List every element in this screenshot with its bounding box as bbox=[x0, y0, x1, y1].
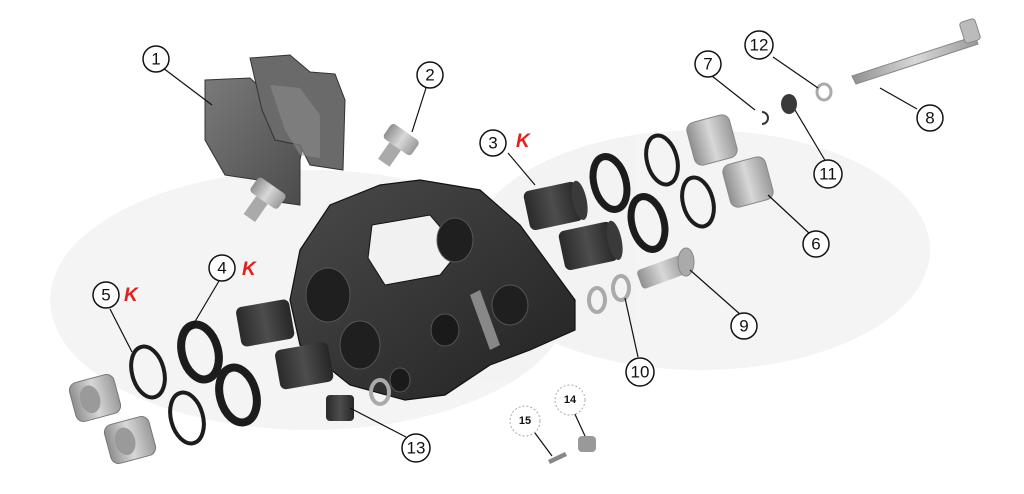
callout-11: 11 bbox=[813, 159, 843, 189]
callout-2: 2 bbox=[416, 61, 444, 89]
k-mark: K bbox=[242, 259, 257, 280]
k-mark: K bbox=[124, 285, 139, 306]
callout-9: 9 bbox=[730, 312, 758, 340]
part-1-brake-pads bbox=[204, 54, 346, 206]
callout-14: 14 bbox=[554, 384, 586, 416]
leader-lines bbox=[109, 56, 918, 457]
svg-text:10: 10 bbox=[631, 363, 650, 382]
svg-text:2: 2 bbox=[425, 66, 434, 85]
callout-13: 13 bbox=[401, 433, 431, 463]
part-5-seals bbox=[129, 344, 206, 446]
part-2-bleeder-screws bbox=[243, 124, 419, 223]
part-11-nut bbox=[781, 94, 797, 114]
callout-6: 6 bbox=[802, 230, 830, 258]
part-12-washer bbox=[815, 82, 833, 102]
callout-10: 10 bbox=[625, 357, 655, 387]
callout-15: 15 bbox=[509, 405, 541, 437]
callout-5: 5 K bbox=[92, 281, 139, 309]
part-8-pin bbox=[851, 18, 981, 85]
part-7-clip bbox=[761, 111, 769, 125]
svg-text:8: 8 bbox=[925, 109, 934, 128]
part-9-bolt bbox=[637, 247, 695, 289]
part-6-caps bbox=[686, 114, 774, 208]
svg-text:9: 9 bbox=[739, 317, 748, 336]
caliper-body bbox=[289, 179, 576, 401]
callout-7: 7 bbox=[694, 50, 722, 78]
right-seals bbox=[589, 133, 716, 253]
svg-text:4: 4 bbox=[217, 259, 226, 278]
svg-text:15: 15 bbox=[519, 415, 531, 427]
callout-4: 4 K bbox=[208, 254, 257, 282]
svg-text:14: 14 bbox=[564, 394, 577, 406]
k-mark: K bbox=[516, 131, 531, 152]
callout-8: 8 bbox=[916, 104, 944, 132]
left-dust-caps bbox=[68, 374, 157, 464]
svg-text:12: 12 bbox=[750, 36, 769, 55]
part-3-pistons bbox=[523, 180, 623, 271]
part-14-nut bbox=[578, 436, 596, 452]
left-pistons bbox=[236, 299, 334, 390]
svg-text:6: 6 bbox=[811, 235, 820, 254]
callout-1: 1 bbox=[142, 45, 170, 73]
svg-text:5: 5 bbox=[101, 286, 110, 305]
callouts: 1 2 3 K 4 K 5 K 6 7 8 bbox=[92, 30, 944, 463]
svg-text:13: 13 bbox=[407, 439, 426, 458]
svg-text:11: 11 bbox=[819, 165, 837, 184]
callout-3: 3 K bbox=[479, 129, 531, 157]
svg-text:1: 1 bbox=[151, 50, 160, 69]
svg-text:7: 7 bbox=[703, 55, 712, 74]
callout-12: 12 bbox=[744, 30, 774, 60]
part-15-bolt bbox=[548, 452, 567, 464]
svg-text:3: 3 bbox=[488, 134, 497, 153]
part-10-washers bbox=[369, 274, 631, 406]
part-13-bushing bbox=[326, 395, 354, 421]
